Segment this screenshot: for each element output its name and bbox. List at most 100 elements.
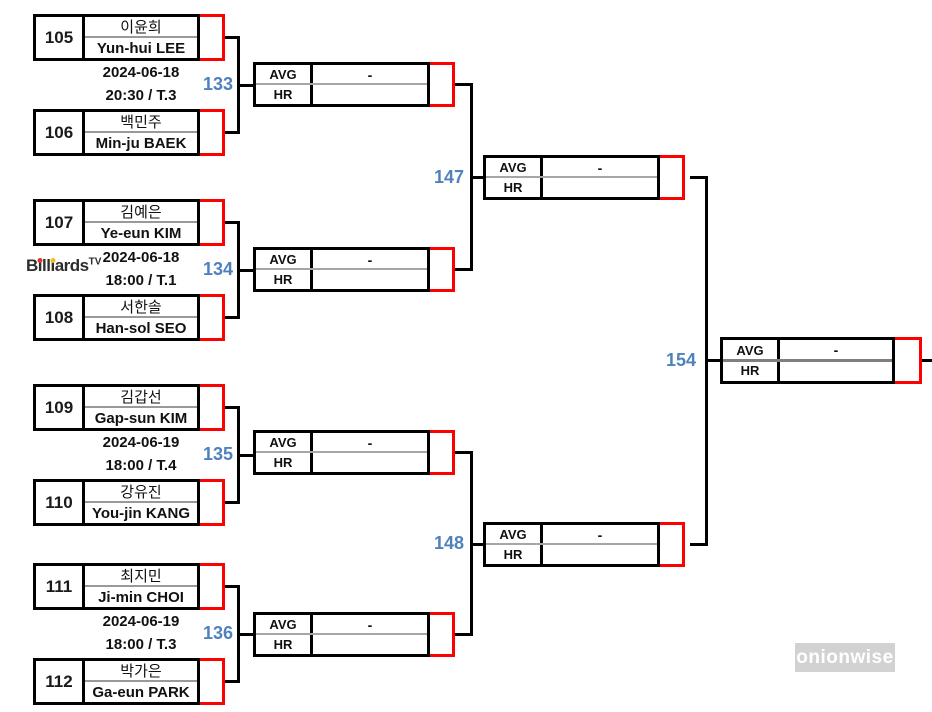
winner-cell xyxy=(430,247,455,292)
connector-line xyxy=(455,451,470,454)
player-seed: 106 xyxy=(36,112,85,153)
avg-label: AVG xyxy=(499,527,527,543)
player-box-106: 106 백민주 Min-ju BAEK xyxy=(33,109,200,156)
divider-line xyxy=(256,83,427,85)
logo-tv-superscript: TV xyxy=(88,256,102,268)
player-names: 김갑선 Gap-sun KIM xyxy=(85,387,197,428)
connector-line xyxy=(240,269,253,272)
match-number: 148 xyxy=(433,533,465,553)
avg-value: - xyxy=(367,434,373,451)
score-cell xyxy=(200,563,225,610)
match-date: 2024-06-18 xyxy=(102,249,180,266)
hr-label: HR xyxy=(503,179,523,195)
connector-line xyxy=(237,406,240,504)
avg-label: AVG xyxy=(269,435,297,451)
player-name-korean: 강유진 xyxy=(85,482,197,503)
player-seed: 109 xyxy=(36,387,85,428)
match-number: 154 xyxy=(665,350,697,370)
connector-line xyxy=(455,83,470,86)
score-cell xyxy=(200,658,225,705)
divider-line xyxy=(486,543,657,545)
divider-line xyxy=(723,359,892,362)
player-names: 강유진 You-jin KANG xyxy=(85,482,197,523)
connector-line xyxy=(455,633,470,636)
score-table: AVG HR - xyxy=(483,522,660,567)
connector-line xyxy=(455,268,470,271)
winner-cell xyxy=(660,155,685,200)
connector-line xyxy=(225,36,240,39)
player-name-korean: 서한솔 xyxy=(85,297,197,318)
player-box-107: 107 김예은 Ye-eun KIM xyxy=(33,199,200,246)
score-cell xyxy=(200,294,225,341)
winner-cell xyxy=(660,522,685,567)
player-box-112: 112 박가은 Ga-eun PARK xyxy=(33,658,200,705)
connector-line xyxy=(690,176,705,179)
match-date: 2024-06-19 xyxy=(102,613,180,630)
hr-label: HR xyxy=(503,546,523,562)
divider-line xyxy=(256,451,427,453)
divider-line xyxy=(256,268,427,270)
score-cell xyxy=(200,14,225,61)
hr-value xyxy=(313,453,427,473)
connector-line xyxy=(470,176,483,179)
connector-line xyxy=(225,131,240,134)
winner-cell xyxy=(430,430,455,475)
player-names: 백민주 Min-ju BAEK xyxy=(85,112,197,153)
connector-line xyxy=(240,84,253,87)
round1-pair-136: 111 최지민 Ji-min CHOI 2024-06-19 18:00 / T… xyxy=(33,563,273,705)
avg-label: AVG xyxy=(269,252,297,268)
connector-line xyxy=(240,454,253,457)
player-box-109: 109 김갑선 Gap-sun KIM xyxy=(33,384,200,431)
billiardstv-logo: BilliardsTV xyxy=(26,256,101,276)
match-number: 136 xyxy=(202,623,234,643)
connector-line xyxy=(225,585,240,588)
match-number: 134 xyxy=(202,259,234,279)
connector-line xyxy=(225,406,240,409)
player-name-english: Min-ju BAEK xyxy=(95,134,187,152)
player-names: 김예은 Ye-eun KIM xyxy=(85,202,197,243)
match-time-table: 18:00 / T.3 xyxy=(105,636,177,653)
score-box-148: AVG HR - xyxy=(483,522,685,567)
avg-label: AVG xyxy=(736,342,764,358)
logo-text: B xyxy=(26,256,38,275)
hr-value xyxy=(543,178,657,198)
round1-pair-134: 107 김예은 Ye-eun KIM 2024-06-18 18:00 / T.… xyxy=(33,199,273,341)
player-box-105: 105 이윤희 Yun-hui LEE xyxy=(33,14,200,61)
player-name-english: Han-sol SEO xyxy=(95,319,187,337)
hr-value xyxy=(313,85,427,105)
avg-value: - xyxy=(597,526,603,543)
player-name-english: Ye-eun KIM xyxy=(100,224,182,242)
connector-line xyxy=(225,501,240,504)
avg-value: - xyxy=(367,251,373,268)
player-names: 서한솔 Han-sol SEO xyxy=(85,297,197,338)
player-name-english: You-jin KANG xyxy=(91,504,191,522)
connector-line xyxy=(237,36,240,134)
logo-text: ll xyxy=(42,256,51,275)
connector-line xyxy=(237,585,240,683)
match-time-table: 18:00 / T.1 xyxy=(105,272,177,289)
winner-cell xyxy=(430,62,455,107)
match-date: 2024-06-19 xyxy=(102,434,180,451)
player-name-korean: 이윤희 xyxy=(85,17,197,38)
winner-cell xyxy=(895,337,922,384)
logo-i-red-dot: i xyxy=(37,256,43,275)
match-date: 2024-06-18 xyxy=(102,64,180,81)
player-seed: 107 xyxy=(36,202,85,243)
player-seed: 111 xyxy=(36,566,85,607)
connector-line xyxy=(240,633,253,636)
hr-value xyxy=(313,635,427,655)
hr-label: HR xyxy=(273,86,293,102)
score-cell xyxy=(200,479,225,526)
player-name-korean: 박가은 xyxy=(85,661,197,682)
match-time-table: 20:30 / T.3 xyxy=(105,87,177,104)
player-name-english: Gap-sun KIM xyxy=(94,409,188,427)
player-name-english: Yun-hui LEE xyxy=(96,39,186,57)
player-name-english: Ga-eun PARK xyxy=(92,683,190,701)
player-name-korean: 김갑선 xyxy=(85,387,197,408)
